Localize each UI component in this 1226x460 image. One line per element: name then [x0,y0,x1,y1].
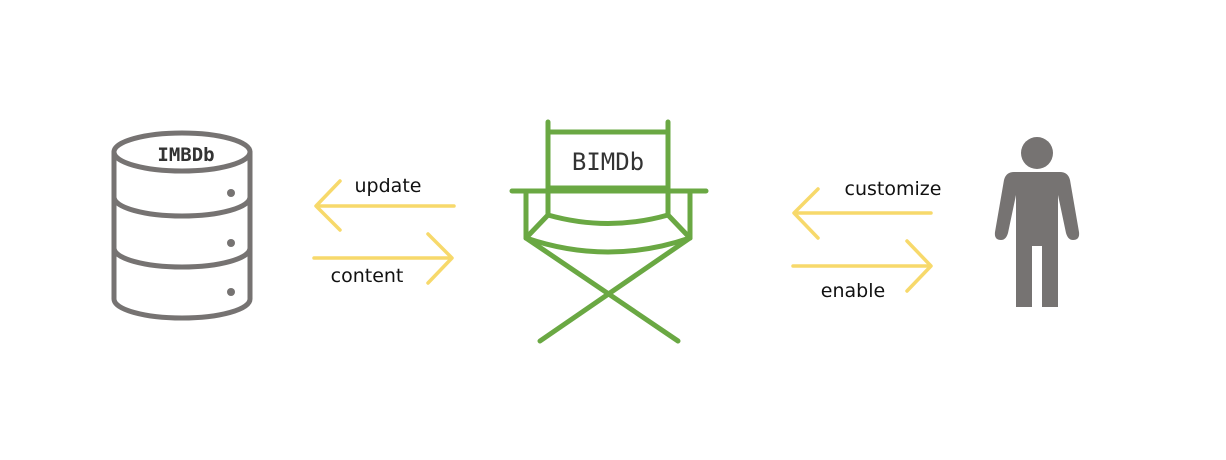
customize-label: customize [845,178,942,200]
content-label: content [331,265,404,287]
database-icon [111,130,253,321]
customize-arrow [792,187,933,240]
content-arrow [312,232,454,285]
enable-arrow [791,239,933,293]
update-arrow [314,179,456,232]
database-label: IMBDb [157,144,214,166]
app-label: BIMDb [572,148,644,176]
update-label: update [355,175,422,197]
person-icon [994,137,1080,307]
enable-label: enable [821,280,885,302]
directors-chair-icon [509,119,709,344]
